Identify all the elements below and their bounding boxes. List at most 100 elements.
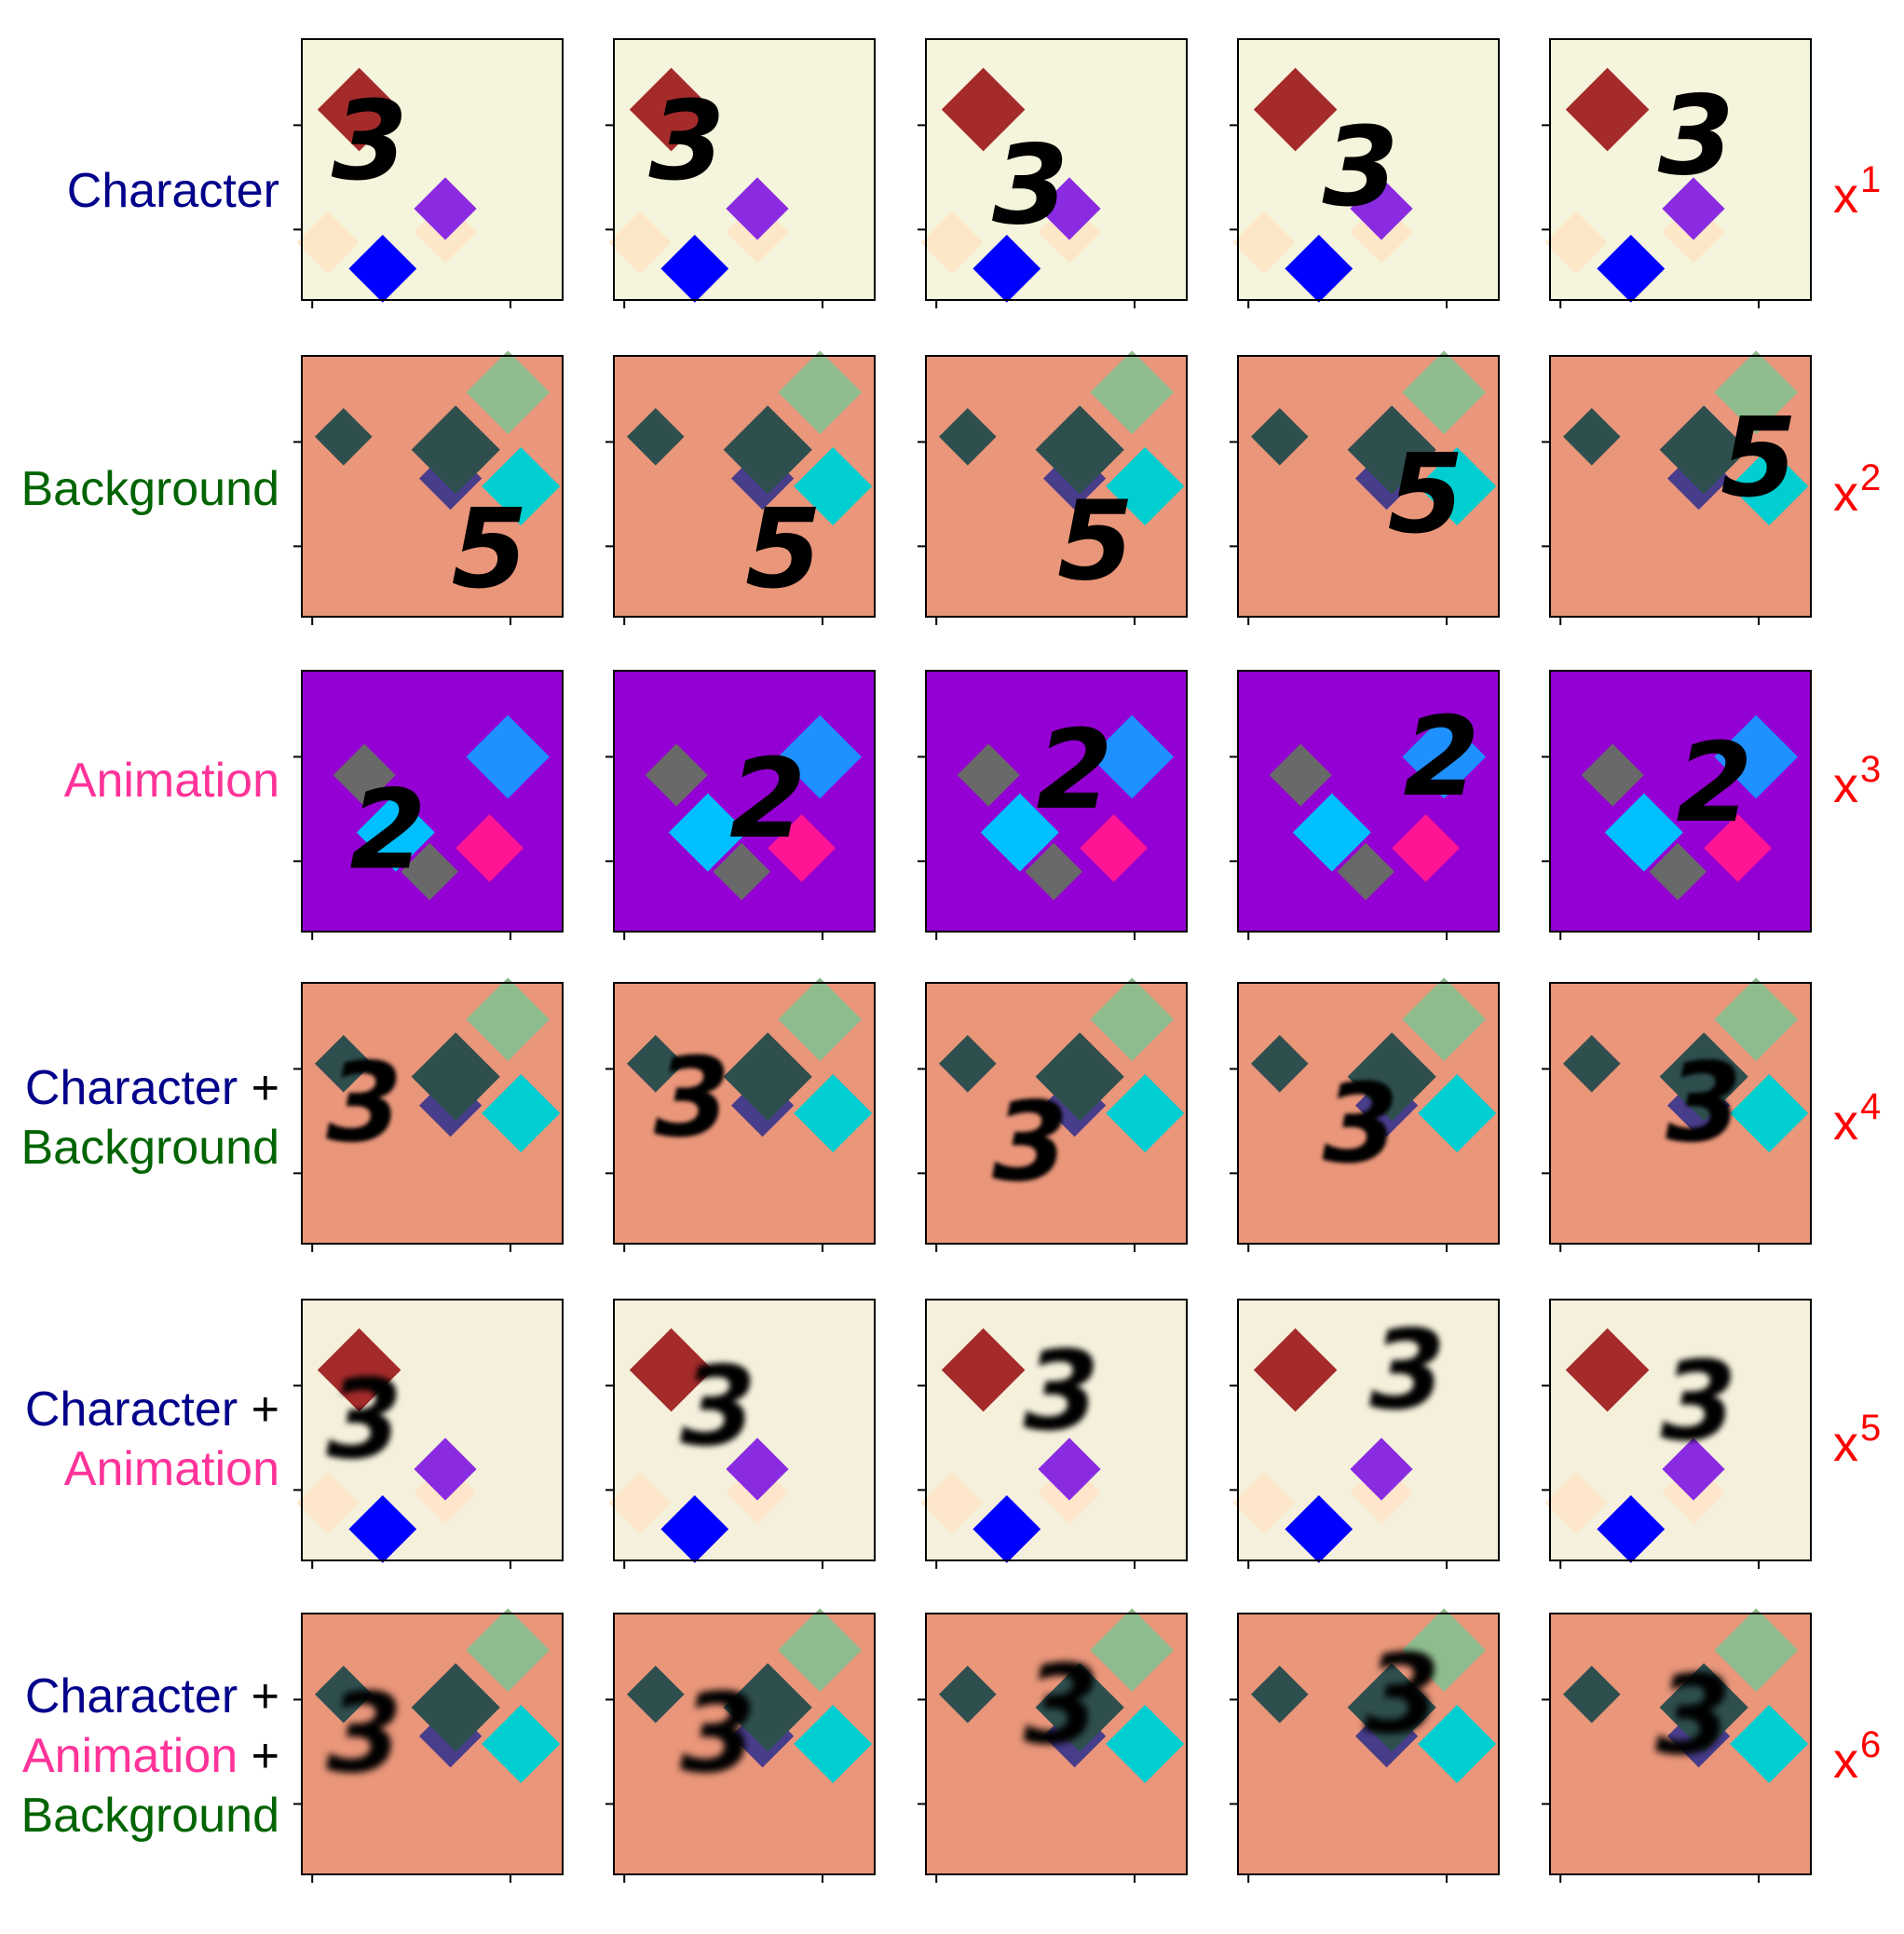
frame-panel: 3: [605, 38, 876, 308]
frame-border: [1549, 670, 1812, 933]
diamond-shape: [1251, 408, 1309, 466]
frame-panel: 3: [1230, 38, 1500, 308]
diamond-shape: [1730, 1074, 1809, 1152]
digit-glyph: 3: [1658, 71, 1734, 199]
row-label: Character: [67, 161, 279, 221]
row-label-line: Animation +: [20, 1726, 279, 1786]
row-label-character: Character: [24, 1061, 238, 1115]
frame-panel: 3: [1230, 1299, 1500, 1569]
digit-glyph: 3: [332, 76, 408, 205]
frame-panel: 3: [1542, 977, 1812, 1252]
row-label-line: Character: [67, 161, 279, 221]
row-label: Character +Animation +Background: [20, 1667, 279, 1845]
frame-border: [301, 670, 564, 933]
row-label-line: Background: [20, 1786, 279, 1845]
frame-border: [925, 38, 1188, 301]
diamond-shape: [296, 1471, 360, 1534]
frame-panel: 3: [918, 38, 1188, 308]
diamond-shape: [1418, 1074, 1497, 1152]
row-label-line: Animation: [64, 751, 279, 810]
row-label-line: Animation: [25, 1439, 279, 1499]
diamond-shape: [482, 1074, 561, 1152]
diamond-shape: [1402, 977, 1486, 1061]
frame-border: [613, 38, 876, 301]
diamond-shape: [1090, 1608, 1174, 1692]
diamond-shape: [939, 1035, 997, 1093]
diamond-shape: [629, 67, 714, 152]
diamond-shape: [482, 447, 561, 525]
row-label-line: Character +: [25, 1380, 279, 1439]
frame-border: [1237, 670, 1500, 933]
diamond-shape: [1649, 842, 1707, 901]
frame-border: [1237, 1299, 1500, 1561]
digit-glyph: 2: [1037, 705, 1113, 834]
frame-panel: 3: [293, 977, 564, 1252]
frame-border: [301, 982, 564, 1245]
diamond-shape: [1563, 1666, 1621, 1723]
diamond-shape: [401, 842, 458, 901]
digit-glyph: 5: [1057, 477, 1134, 606]
row-label-line: Character +: [20, 1667, 279, 1726]
frame-border: [925, 1613, 1188, 1875]
diamond-shape: [1402, 1608, 1486, 1692]
diamond-shape: [1251, 1035, 1309, 1093]
diamond-shape: [466, 1608, 550, 1692]
frame-panel: 5: [293, 350, 564, 625]
frame-border: [925, 1299, 1188, 1561]
diamond-shape: [1106, 1705, 1185, 1783]
digit-glyph: 3: [1666, 1039, 1742, 1167]
digit-glyph: 3: [992, 121, 1068, 250]
digit-glyph: 3: [1024, 1641, 1100, 1769]
diamond-shape: [627, 1035, 685, 1093]
frame-border: [1549, 982, 1812, 1245]
frame-border: [1549, 1299, 1812, 1561]
frame-panel: 3: [605, 1608, 876, 1883]
diamond-shape: [333, 743, 396, 807]
diamond-shape: [1292, 793, 1371, 872]
diamond-shape: [1659, 1663, 1748, 1752]
diamond-shape: [1347, 405, 1436, 495]
row-label-line: Background: [20, 459, 279, 519]
row-label-line: Character +: [20, 1058, 279, 1118]
diamond-shape: [1090, 350, 1174, 434]
diamond-shape: [723, 1032, 812, 1122]
frame-panel: 2: [918, 670, 1188, 940]
diamond-shape: [414, 177, 477, 240]
digit-glyph: 3: [326, 1039, 402, 1167]
digit-glyph: 2: [349, 766, 426, 894]
diamond-shape: [466, 350, 550, 434]
row-tag: x6: [1833, 1724, 1904, 1790]
frame-border: [925, 670, 1188, 933]
digit-glyph: 3: [654, 1033, 730, 1162]
frame-panel: 5: [605, 350, 876, 625]
row-label-line: Background: [20, 1118, 279, 1178]
row-tag: x5: [1833, 1408, 1904, 1473]
frame-border: [301, 38, 564, 301]
diamond-shape: [1347, 1032, 1436, 1122]
frame-border: [613, 982, 876, 1245]
row-label-character: Character: [66, 164, 279, 218]
frame-border: [613, 1613, 876, 1875]
diamond-shape: [1251, 1666, 1309, 1723]
diamond-shape: [941, 1328, 1026, 1412]
frame-panel: 3: [293, 38, 564, 308]
diamond-shape: [1025, 842, 1082, 901]
frame-panel: 3: [293, 1608, 564, 1883]
diamond-shape: [1714, 350, 1798, 434]
diamond-shape: [920, 1471, 984, 1534]
diamond-shape: [1253, 67, 1338, 152]
diamond-shape: [1418, 1705, 1497, 1783]
diamond-shape: [348, 235, 417, 303]
frame-border: [1549, 1613, 1812, 1875]
frame-border: [1237, 982, 1500, 1245]
diamond-shape: [957, 743, 1020, 807]
diamond-shape: [1604, 793, 1683, 872]
row-tag-base: x: [1833, 757, 1858, 813]
frame-panel: 3: [1542, 1299, 1812, 1569]
diamond-shape: [794, 447, 873, 525]
diamond-shape: [713, 842, 770, 901]
diamond-shape: [1232, 1471, 1296, 1534]
row-tag-exponent: 1: [1860, 159, 1882, 200]
row-label-background: Background: [20, 1121, 279, 1175]
